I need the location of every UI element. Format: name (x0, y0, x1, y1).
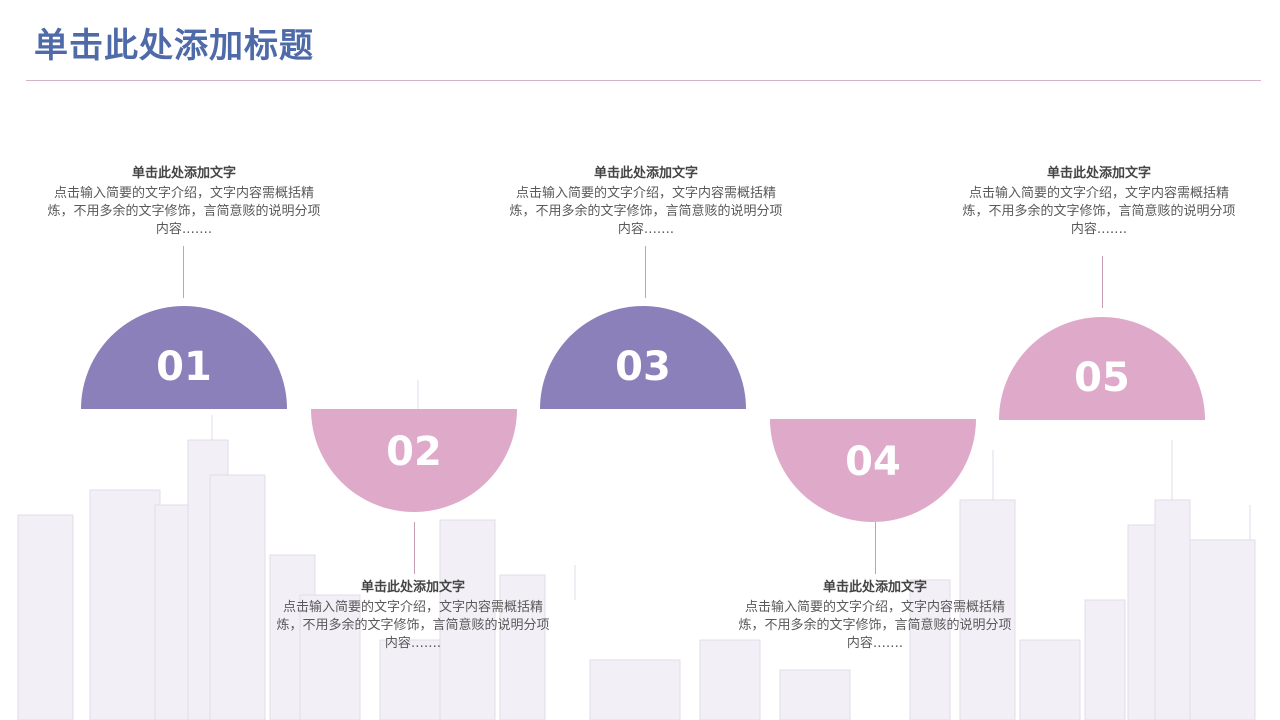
step-4-text[interactable]: 单击此处添加文字 点击输入简要的文字介绍，文字内容需概括精炼，不用多余的文字修饰… (725, 579, 1025, 653)
title-divider (26, 80, 1261, 81)
step-3-text[interactable]: 单击此处添加文字 点击输入简要的文字介绍，文字内容需概括精炼，不用多余的文字修饰… (496, 165, 796, 239)
step-3-body: 点击输入简要的文字介绍，文字内容需概括精炼，不用多余的文字修饰，言简意赅的说明分… (509, 186, 783, 237)
step-1-text[interactable]: 单击此处添加文字 点击输入简要的文字介绍，文字内容需概括精炼，不用多余的文字修饰… (34, 165, 334, 239)
step-4-heading: 单击此处添加文字 (822, 580, 927, 595)
step-3-connector (645, 246, 646, 298)
step-5-heading: 单击此处添加文字 (1046, 166, 1151, 181)
step-3-heading: 单击此处添加文字 (593, 166, 698, 181)
step-2-text[interactable]: 单击此处添加文字 点击输入简要的文字介绍，文字内容需概括精炼，不用多余的文字修饰… (263, 579, 563, 653)
step-1-body: 点击输入简要的文字介绍，文字内容需概括精炼，不用多余的文字修饰，言简意赅的说明分… (47, 186, 321, 237)
step-1-heading: 单击此处添加文字 (131, 166, 236, 181)
step-5-text[interactable]: 单击此处添加文字 点击输入简要的文字介绍，文字内容需概括精炼，不用多余的文字修饰… (949, 165, 1249, 239)
step-2-connector (414, 522, 415, 574)
step-5-connector (1102, 256, 1103, 308)
step-2-body: 点击输入简要的文字介绍，文字内容需概括精炼，不用多余的文字修饰，言简意赅的说明分… (276, 600, 550, 651)
step-1-connector (183, 246, 184, 298)
page-title[interactable]: 单击此处添加标题 (34, 26, 314, 66)
step-4-body: 点击输入简要的文字介绍，文字内容需概括精炼，不用多余的文字修饰，言简意赅的说明分… (738, 600, 1012, 651)
step-4-connector (875, 522, 876, 574)
step-2-heading: 单击此处添加文字 (360, 580, 465, 595)
step-5-body: 点击输入简要的文字介绍，文字内容需概括精炼，不用多余的文字修饰，言简意赅的说明分… (962, 186, 1236, 237)
